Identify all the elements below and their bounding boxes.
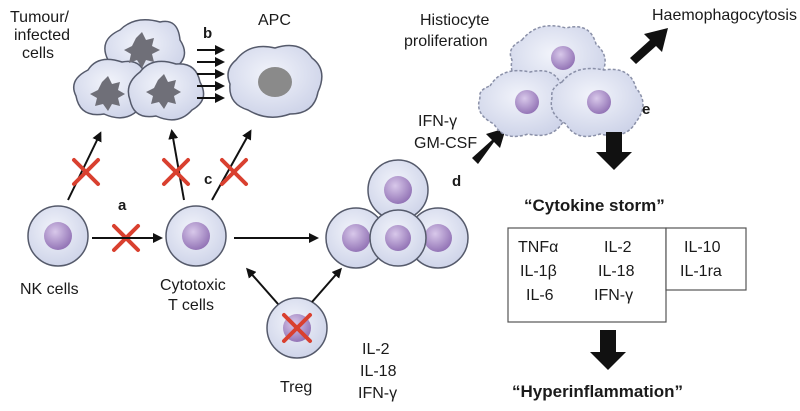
cytotoxic-kill-arrows (67, 129, 252, 201)
step-a-letter: a (118, 197, 127, 214)
cytokine-anti-1: IL-10 (684, 239, 721, 256)
ifn-gamma-label: IFN-γ (418, 113, 457, 130)
tumour-label-line2: infected (14, 27, 70, 44)
gm-csf-label: GM-CSF (414, 135, 477, 152)
apc-label: APC (258, 12, 291, 29)
cytokine-box (507, 227, 747, 323)
expanded-t-cell-cluster (325, 159, 469, 269)
tumour-cells-cluster (73, 19, 205, 121)
treg-cytokine-2: IL-18 (360, 363, 397, 380)
nk-cell (27, 205, 89, 267)
nk-cells-label: NK cells (20, 281, 79, 298)
cytokine-pro-2-1: IL-2 (604, 239, 632, 256)
hyperinflammation-label: “Hyperinflammation” (512, 382, 683, 401)
cytokine-pro-1-1: TNFα (518, 239, 558, 256)
ctl-label-line1: Cytotoxic (160, 277, 226, 294)
treg-arrows (246, 267, 342, 305)
histiocyte-label-line1: Histiocyte (420, 12, 489, 29)
step-e-letter: e (642, 101, 650, 118)
step-d-letter: d (452, 173, 461, 190)
treg-cytokine-3: IFN-γ (358, 385, 397, 402)
ctl-label-line2: T cells (168, 297, 214, 314)
step-b-letter: b (203, 25, 212, 42)
cytotoxic-t-cell (165, 205, 227, 267)
to-cytokine-storm-arrow (596, 132, 632, 170)
apc-cell (227, 44, 323, 118)
haemophagocytosis-arrow (630, 28, 668, 64)
cytokine-pro-2-3: IFN-γ (594, 287, 633, 304)
histiocyte-label-line2: proliferation (404, 33, 488, 50)
treg-label: Treg (280, 379, 312, 396)
treg-cytokine-1: IL-2 (362, 341, 390, 358)
to-histiocyte-arrow (472, 128, 506, 164)
cytokine-pro-1-2: IL-1β (520, 263, 557, 280)
tumour-label-line1: Tumour/ (10, 9, 70, 26)
to-hyperinflammation-arrow (590, 330, 626, 370)
cytokine-storm-label: “Cytokine storm” (524, 196, 665, 215)
tumour-label-line3: cells (22, 45, 54, 62)
histiocyte-cluster (477, 25, 644, 138)
antigen-transfer-arrows (197, 45, 225, 103)
cytokine-anti-2: IL-1ra (680, 263, 722, 280)
cytokine-pro-1-3: IL-6 (526, 287, 554, 304)
step-c-letter: c (204, 171, 212, 188)
cytokine-pro-2-2: IL-18 (598, 263, 635, 280)
treg-blocked-x (282, 313, 312, 343)
haemophagocytosis-label: Haemophagocytosis (652, 7, 797, 24)
